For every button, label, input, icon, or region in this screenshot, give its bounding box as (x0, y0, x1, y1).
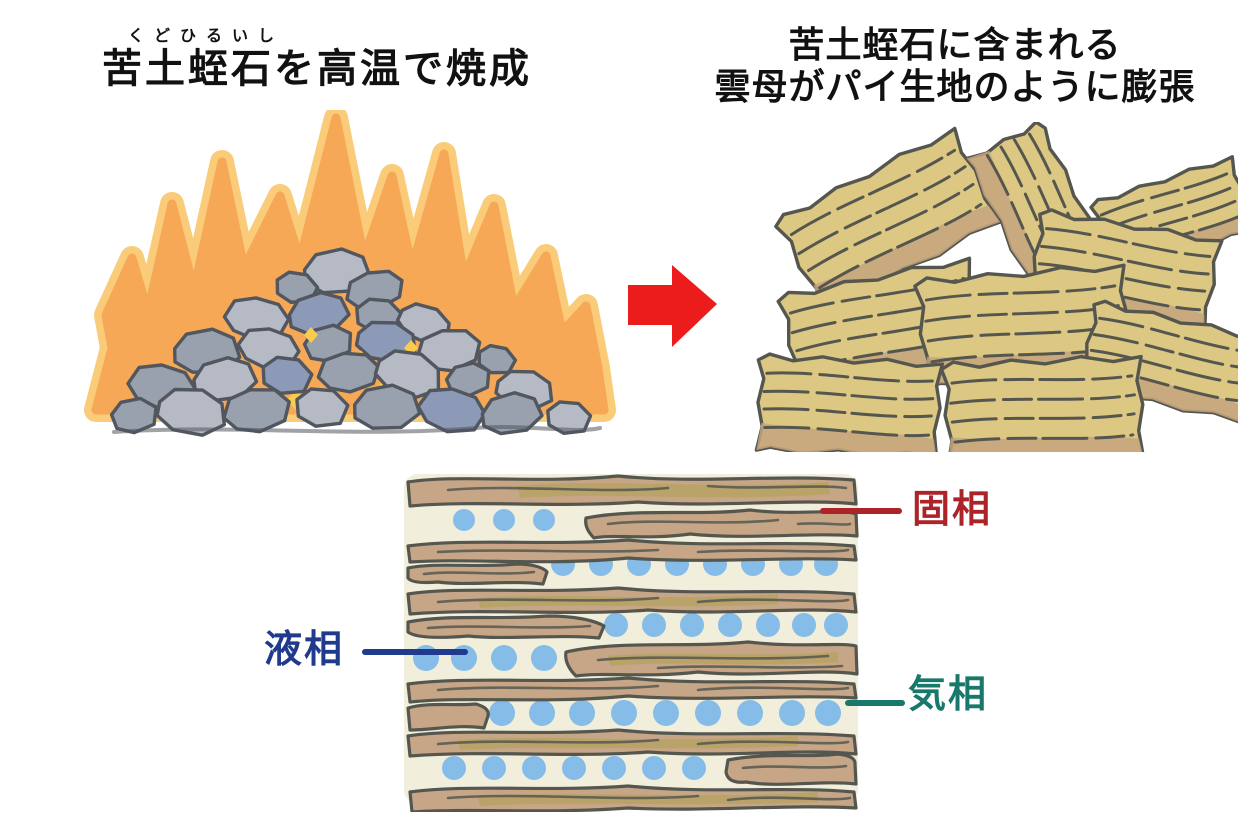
arrow-right-icon (628, 265, 717, 347)
gas-phase-leader-line (845, 700, 905, 706)
pastry-blocks (752, 122, 1238, 452)
liquid-phase-label: 液相 (264, 629, 345, 671)
right-caption-line1: 苦土蛭石に含まれる (788, 24, 1122, 65)
solid-phase-leader-line (820, 508, 902, 514)
right-caption: 苦土蛭石に含まれる 雲母がパイ生地のように膨張 (690, 24, 1220, 108)
gas-phase-label: 気相 (908, 674, 989, 716)
left-caption-furigana: くどひるいし (128, 28, 285, 45)
rock-pile (108, 243, 602, 441)
expanded-vermiculite-illustration (752, 122, 1238, 452)
left-caption: くどひるいし 苦土蛭石を高温で焼成 (102, 22, 532, 92)
solid-phase-label: 固相 (912, 489, 993, 531)
left-caption-text: 苦土蛭石を高温で焼成 (102, 47, 532, 91)
phase-structure-illustration (404, 474, 859, 812)
burning-vermiculite-illustration (84, 110, 616, 441)
liquid-phase-leader-line (362, 649, 468, 655)
mica-layers (406, 474, 859, 812)
right-caption-line2: 雲母がパイ生地のように膨張 (714, 66, 1196, 107)
